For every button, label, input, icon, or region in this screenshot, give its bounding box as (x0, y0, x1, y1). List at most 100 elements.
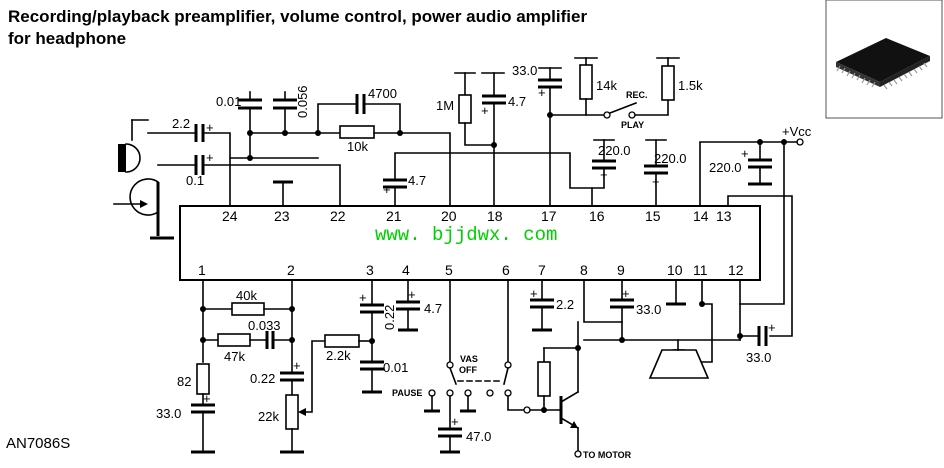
label-c-022-3: 0.22 (382, 305, 397, 330)
label-c-33-9: 33.0 (636, 302, 661, 317)
pin-24: 24 (222, 208, 238, 224)
resistor-14k (579, 64, 593, 100)
pin-14: 14 (693, 208, 709, 224)
label-r-15k: 1.5k (678, 78, 703, 93)
capacitor-33-pin1: + (191, 391, 215, 414)
resistor-2-2k (324, 334, 360, 348)
resistor-10k (339, 125, 375, 139)
label-c-0033: 0.033 (248, 318, 281, 333)
label-c-001: 0.01 (216, 94, 241, 109)
resistor-motor-base (537, 361, 551, 397)
label-rec: REC. (626, 90, 648, 100)
label-c-47-4: 4.7 (424, 301, 442, 316)
pin-5: 5 (445, 262, 453, 278)
svg-text:+: + (359, 290, 367, 305)
speaker-icon (648, 349, 710, 379)
svg-text:+: + (451, 414, 459, 429)
pin-2: 2 (287, 262, 295, 278)
label-c-47-21: 4.7 (408, 173, 426, 188)
label-c-0056: 0.056 (295, 85, 310, 118)
svg-text:+: + (206, 150, 214, 165)
svg-text:+: + (530, 286, 538, 301)
title-line-1: Recording/playback preamplifier, volume … (8, 7, 588, 26)
svg-text:+: + (203, 391, 211, 406)
label-vas: VAS (460, 354, 478, 364)
resistor-1m (458, 94, 472, 124)
capacitor-0-033 (265, 331, 275, 349)
pin-9: 9 (617, 262, 625, 278)
capacitor-0-1-head: + (194, 150, 214, 175)
svg-text:+: + (481, 103, 489, 118)
label-r-82: 82 (177, 374, 191, 389)
label-r-22k: 22k (258, 409, 279, 424)
pin-1: 1 (198, 262, 206, 278)
svg-text:+: + (622, 286, 630, 301)
pin-10: 10 (667, 262, 683, 278)
label-c-022-2: 0.22 (250, 371, 275, 386)
label-c-220-16: 220.0 (598, 143, 631, 158)
resistor-1-5k (661, 65, 675, 101)
pin-12: 12 (728, 262, 744, 278)
pin-18: 18 (487, 208, 503, 224)
label-r-40k: 40k (236, 288, 257, 303)
capacitor-2-2-mic: + (194, 120, 214, 142)
label-r-47k: 47k (224, 349, 245, 364)
pin-13: 13 (716, 208, 732, 224)
label-r-1m: 1M (436, 98, 454, 113)
label-off: OFF (459, 365, 477, 375)
label-c-47-18: 4.7 (508, 94, 526, 109)
title-line-2: for headphone (8, 29, 127, 48)
part-number: AN7086S (6, 435, 70, 452)
label-c-mic: 2.2 (172, 116, 190, 131)
ic-package-image (825, 0, 943, 119)
label-play: PLAY (621, 120, 644, 130)
pin-17: 17 (541, 208, 557, 224)
capacitor-4-7-pin4: + (396, 287, 420, 311)
svg-text:+: + (408, 287, 416, 302)
pin-11: 11 (693, 262, 708, 278)
capacitor-0-01-pin3 (360, 360, 384, 371)
pin-7: 7 (538, 262, 546, 278)
label-r-10k: 10k (347, 139, 368, 154)
capacitor-0-056 (273, 91, 297, 134)
capacitor-33-pin9: + (610, 286, 634, 309)
resistor-47k (217, 333, 251, 347)
microphone-icon (118, 119, 149, 173)
page-title: Recording/playback preamplifier, volume … (8, 6, 788, 50)
capacitor-4700 (355, 94, 366, 114)
svg-text:+: + (768, 320, 776, 335)
capacitor-33-output: + (757, 320, 776, 346)
capacitor-220-vcc: + (741, 146, 772, 169)
potentiometer-22k[interactable] (285, 394, 299, 430)
label-c-220-vcc: 220.0 (709, 160, 742, 175)
capacitor-0-01 (238, 91, 262, 110)
label-to-motor: TO MOTOR (583, 450, 632, 460)
svg-text:+: + (538, 85, 546, 100)
ic-body (179, 205, 761, 281)
label-c-33-17: 33.0 (512, 63, 537, 78)
label-r-14k: 14k (596, 78, 617, 93)
pin-21: 21 (386, 208, 402, 224)
label-pause: PAUSE (392, 388, 422, 398)
label-c-220-15: 220.0 (654, 151, 687, 166)
pin-22: 22 (330, 208, 346, 224)
pin-4: 4 (402, 262, 410, 278)
pin-6: 6 (502, 262, 510, 278)
resistor-82 (196, 363, 210, 395)
pin-23: 23 (274, 208, 290, 224)
svg-text:+: + (383, 182, 391, 197)
svg-text:+: + (206, 120, 214, 135)
pin-3: 3 (366, 262, 374, 278)
label-vcc: +Vcc (782, 124, 812, 139)
label-c-head: 0.1 (186, 173, 204, 188)
tape-head-icon (113, 178, 174, 240)
svg-text:+: + (293, 358, 301, 373)
label-c-33-out: 33.0 (746, 350, 771, 365)
pin-8: 8 (580, 262, 588, 278)
label-c-22-7: 2.2 (556, 297, 574, 312)
transistor-icon (559, 390, 580, 430)
pin-16: 16 (589, 208, 605, 224)
pin-20: 20 (441, 208, 457, 224)
label-c-47-5: 47.0 (466, 429, 491, 444)
